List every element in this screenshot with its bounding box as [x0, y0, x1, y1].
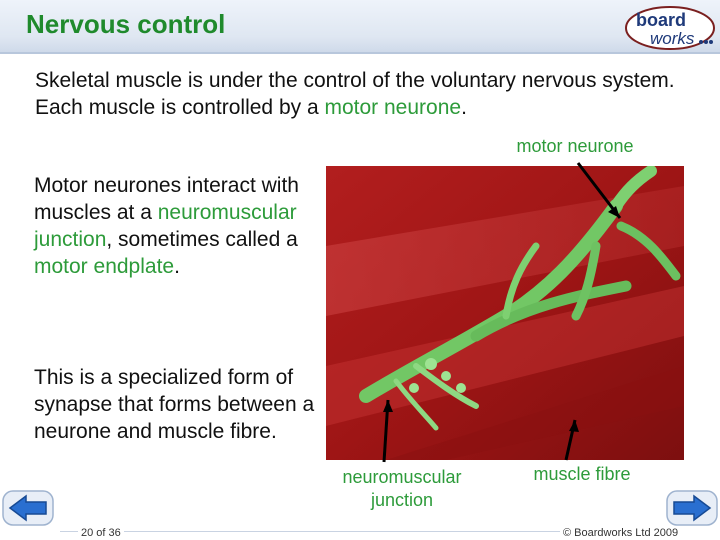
- boardworks-logo: board works: [625, 6, 715, 50]
- label-nmj-line1: neuromuscular: [342, 467, 462, 487]
- arrow-left-icon: [8, 494, 47, 522]
- nmj-text-1: Motor neurones interact with muscles at …: [34, 174, 299, 224]
- title-bar: [0, 0, 720, 54]
- page-number: 20 of 36: [78, 527, 124, 539]
- back-button[interactable]: [2, 490, 54, 526]
- synapse-paragraph: This is a specialized form of synapse th…: [34, 366, 315, 443]
- next-button[interactable]: [666, 490, 718, 526]
- nmj-paragraph: Motor neurones interact with muscles at …: [34, 172, 324, 280]
- intro-paragraph: Skeletal muscle is under the control of …: [35, 67, 705, 121]
- label-nmj-line2: junction: [370, 490, 434, 510]
- logo-text-works: works: [650, 29, 695, 48]
- copyright-text: © Boardworks Ltd 2009: [560, 527, 682, 539]
- nmj-text-3: .: [174, 255, 180, 278]
- intro-end: .: [461, 96, 467, 119]
- nmj-text-2: , sometimes called a: [106, 228, 298, 251]
- intro-text: Skeletal muscle is under the control of …: [35, 69, 675, 119]
- arrow-right-icon: [673, 494, 712, 522]
- label-muscle-fibre: muscle fibre: [533, 464, 631, 484]
- highlight-neuromuscular-junction: neuromuscular junction: [34, 201, 297, 251]
- label-neuromuscular-junction: neuromuscular junction: [318, 466, 486, 512]
- slide-title: Nervous control: [26, 9, 226, 39]
- highlight-motor-neurone: motor neurone: [324, 96, 462, 119]
- footer-divider: [60, 531, 660, 532]
- logo-text-board: board: [636, 10, 686, 30]
- micrograph-image: [326, 166, 684, 460]
- highlight-motor-endplate: motor endplate: [34, 255, 175, 278]
- label-motor-neurone: motor neurone: [516, 136, 634, 156]
